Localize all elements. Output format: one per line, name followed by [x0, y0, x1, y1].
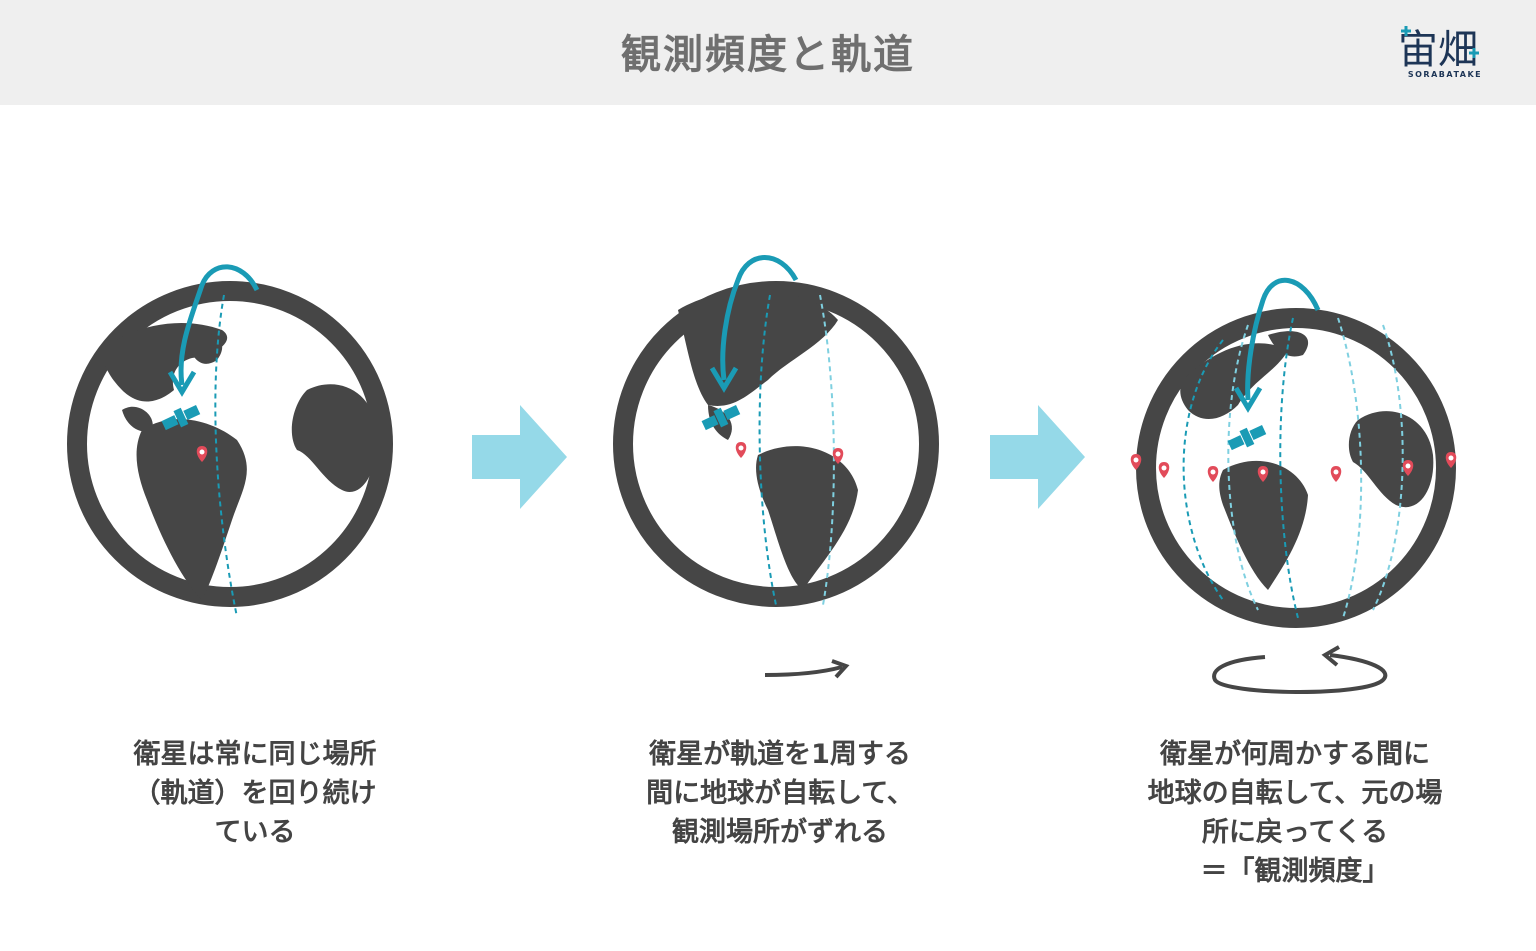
map-pin-icon	[1158, 462, 1170, 478]
orbit-arrow-icon	[720, 255, 799, 381]
satellite-icon	[1227, 425, 1267, 451]
rotation-arrow-icon	[764, 659, 850, 679]
map-pin-icon	[196, 446, 208, 462]
globe-icon	[67, 281, 393, 607]
map-pin-icon	[832, 448, 844, 464]
orbit-path-shifted	[819, 294, 835, 606]
orbit-arrow-icon	[178, 264, 260, 386]
next-arrow-icon	[472, 405, 567, 509]
map-pin-icon	[1207, 466, 1219, 482]
header-bar	[0, 0, 1536, 105]
globe-panel-3	[1130, 277, 1457, 628]
caption-panel-2: 衛星が軌道を1周する 間に地球が自転して、 観測場所がずれる	[646, 739, 914, 848]
logo-text: SORABATAKE	[1407, 70, 1483, 79]
satellite-icon	[701, 405, 741, 431]
page-title: 観測頻度と軌道	[621, 32, 915, 78]
orbit-arrow-icon	[1245, 277, 1321, 401]
rotation-arrow-icon	[1212, 645, 1388, 694]
orbit-path	[214, 294, 238, 618]
logo-mark: 宙畑	[1398, 27, 1478, 73]
globe-icon	[613, 281, 939, 607]
orbit-path	[758, 294, 777, 606]
map-pin-icon	[1130, 454, 1142, 470]
map-pin-icon	[1257, 466, 1269, 482]
globe-icon	[1136, 308, 1456, 628]
caption-panel-1: 衛星は常に同じ場所 （軌道）を回り続け ている	[133, 739, 377, 848]
orbit-path	[1279, 317, 1299, 619]
satellite-icon	[161, 405, 201, 431]
next-arrow-icon	[990, 405, 1085, 509]
globe-panel-1	[67, 264, 393, 618]
map-pin-icon	[1402, 460, 1414, 476]
map-pin-icon	[1330, 466, 1342, 482]
caption-panel-3: 衛星が何周かする間に 地球の自転して、元の場 所に戻ってくる ＝「観測頻度」	[1147, 739, 1443, 887]
globe-panel-2	[613, 255, 939, 607]
orbit-path-shifted	[1337, 317, 1363, 619]
logo-icon: 宙畑	[1398, 26, 1479, 73]
map-pin-icon	[1445, 452, 1457, 468]
map-pin-icon	[735, 442, 747, 458]
